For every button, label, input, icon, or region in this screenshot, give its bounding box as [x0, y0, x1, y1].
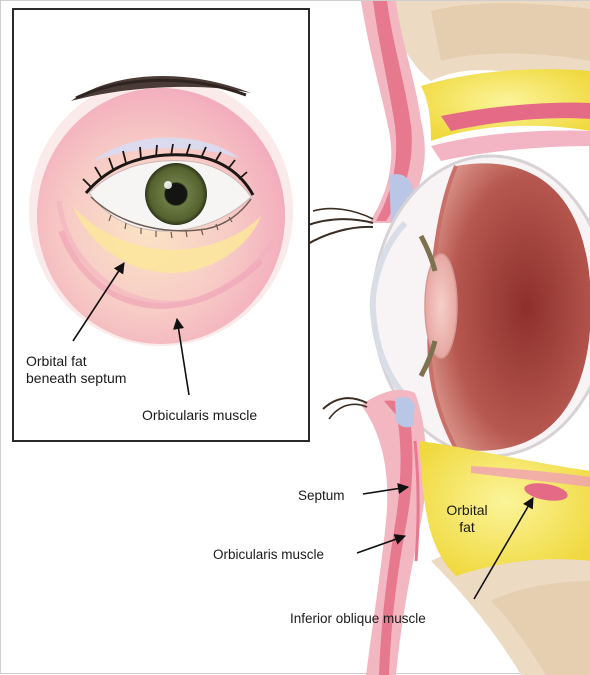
cross-section-diagram [299, 1, 590, 675]
orbicularis-label: Orbicularis muscle [213, 546, 324, 563]
inset-orbital-fat-line2: beneath septum [26, 370, 126, 387]
inset-orbital-fat-label: Orbital fat beneath septum [26, 353, 126, 387]
orbital-fat-line2: fat [437, 519, 497, 536]
inferior-oblique-label: Inferior oblique muscle [290, 610, 426, 627]
inset-orbital-fat-line1: Orbital fat [26, 353, 126, 370]
orbital-fat-label: Orbital fat [437, 502, 497, 536]
orbital-fat-line1: Orbital [437, 502, 497, 519]
inset-orbicularis-label: Orbicularis muscle [142, 407, 257, 424]
septum-label: Septum [298, 487, 345, 504]
